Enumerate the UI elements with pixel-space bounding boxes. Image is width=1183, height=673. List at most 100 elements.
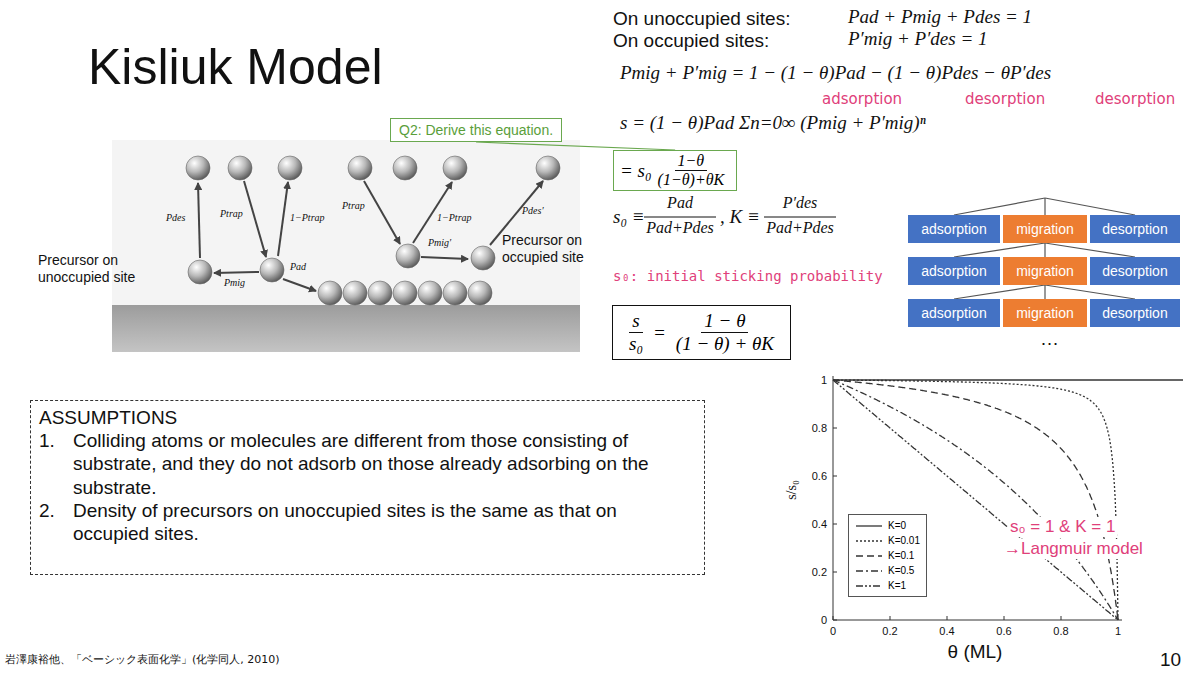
probability-label: Pmig [224,277,245,288]
equation: P′mig + P′des = 1 [848,28,988,50]
assumption-text: Colliding atoms or molecules are differe… [73,429,696,499]
sphere [393,281,417,305]
box-text: migration [1016,305,1074,321]
line-sample [856,540,882,541]
process-arrow [214,272,259,273]
substrate [112,305,580,352]
legend-text: K=0.1 [888,550,914,561]
axis-label: θ (ML) [948,641,1003,663]
sphere [188,260,212,284]
desorption-box: desorption [1090,299,1180,327]
equals-sign: = [653,322,666,344]
adsorption-box: adsorption [908,299,1000,327]
box-text: adsorption [921,221,986,237]
sphere [348,156,372,180]
axis-tick: 0.4 [939,625,954,637]
process-arrow [244,181,266,257]
curve [833,380,1118,620]
equation: s₀ ≡ [613,206,645,228]
equation-caption: On unoccupied sites: [613,8,790,30]
sphere [318,281,342,305]
tick-mark [833,476,837,477]
equation: = s₀ [620,160,652,182]
probability-label: 1−Ptrap [290,212,325,223]
callout-text: Q2: Derive this equation. [399,122,553,138]
adsorption-box: adsorption [908,215,1000,243]
legend-row: K=0.5 [855,563,920,578]
legend-row: K=1 [855,578,920,593]
axis-tick: 0 [830,625,836,637]
fraction: 1 − θ(1 − θ) + θK [673,310,777,355]
sphere [278,156,302,180]
probability-label: Ptrap [342,200,365,211]
probability-label: Pdes′ [522,205,544,216]
figure-label: Precursor on unoccupied site [38,252,150,286]
assumptions-heading: ASSUMPTIONS [39,407,177,428]
curve [833,380,1118,620]
term-note: desorption [965,90,1045,108]
fraction-denominator: Pad+Pdes [766,219,834,237]
sphere [393,156,417,180]
connector [954,285,1045,299]
sphere [186,156,210,180]
tick-mark [833,572,837,573]
axis-tick: 0.8 [812,422,827,434]
probability-label: Pdes [166,212,185,223]
fraction: ss₀ [626,310,646,355]
fraction-numerator: P′des [783,194,818,212]
legend-text: K=0.5 [888,565,914,576]
axis-tick: 1 [1115,625,1121,637]
axis-tick: 0.8 [1053,625,1068,637]
fraction-numerator: 1−θ [675,152,708,171]
box-text: migration [1016,263,1074,279]
migration-box: migration [1003,215,1087,243]
sphere [343,281,367,305]
box-text: migration [1016,221,1074,237]
connector [1045,243,1135,257]
tree-branch [1044,198,1045,215]
process-arrow [364,181,400,244]
figure-label: Precursor on occupied site [502,232,614,266]
curve [833,380,1118,620]
fraction: 1−θ(1−θ)+θK [655,152,728,189]
framed-equation: ss₀ = 1 − θ(1 − θ) + θK [612,305,791,360]
fraction-denominator: s₀ [626,333,646,355]
fraction-numerator: s [629,310,642,333]
citation: 岩澤康裕他、「ベーシック表面化学」(化学同人, 2010) [5,652,280,667]
equation: Pad + Pmig + Pdes = 1 [848,6,1032,28]
sphere [471,246,495,270]
connector [1044,243,1045,257]
legend-row: K=0.01 [855,533,920,548]
fraction-denominator: (1−θ)+θK [655,171,728,189]
migration-box: migration [1003,257,1087,285]
box-text: adsorption [921,305,986,321]
migration-box: migration [1003,299,1087,327]
box-text: adsorption [921,263,986,279]
legend-text: K=0 [888,520,906,531]
ellipsis: … [1040,328,1059,350]
connector [1045,285,1135,299]
list-item: 2.Density of precursors on unoccupied si… [39,499,696,545]
process-arrow [198,183,200,258]
fraction-denominator: Pad+Pdes [646,219,714,237]
list-item: 1.Colliding atoms or molecules are diffe… [39,429,696,499]
equation: Pmig + P′mig = 1 − (1 − θ)Pad − (1 − θ)P… [620,62,1051,84]
term-note: desorption [1095,90,1175,108]
connector [954,243,1045,257]
sphere [418,281,442,305]
box-text: desorption [1102,221,1167,237]
legend-sample [855,567,885,575]
sphere [396,244,420,268]
fraction-denominator: (1 − θ) + θK [673,333,777,355]
probability-label: Ptrap [220,208,243,219]
tick-mark [833,524,837,525]
definition-note: s₀: initial sticking probability [613,268,883,284]
sphere [443,156,467,180]
tick-mark [833,428,837,429]
box-text: desorption [1102,263,1167,279]
tree-branch [954,198,1045,215]
legend-sample [855,537,885,545]
sphere [228,156,252,180]
slide-title: Kisliuk Model [88,38,383,96]
connector [1044,285,1045,299]
